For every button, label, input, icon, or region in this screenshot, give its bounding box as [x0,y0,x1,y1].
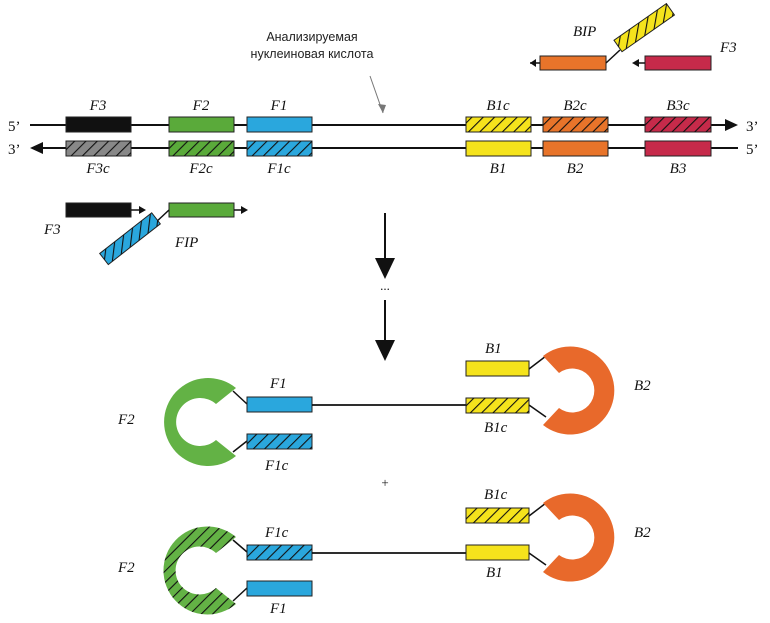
label-b2c: B2c [563,98,587,114]
product2-b2-loop [543,493,615,582]
segment-f1c [246,140,313,157]
product1-f2-label: F2 [117,412,135,428]
f3-primer-bottom-rect [65,202,132,218]
caption-pointer-head [378,104,386,113]
plus-sign: + [381,475,388,490]
product2-f1 [246,580,313,597]
bottom-strand-arrow [30,142,43,154]
product2-f1-label: F1 [269,601,287,617]
segment-b2c [542,116,609,133]
end-bottom-right: 5’ [746,142,759,158]
product1-b1c-label: B1c [484,420,508,436]
product1-f1c-label: F1c [264,458,289,474]
segment-b3c [644,116,712,133]
segment-f3c [65,140,132,157]
caption-line-1: Анализируемая [266,30,357,44]
label-b1c: B1c [486,98,510,114]
label-f1: F1 [270,98,288,114]
segment-f1 [246,116,313,133]
product2-b1 [465,544,530,561]
product2-f1c-label: F1c [264,525,289,541]
segment-b1 [465,140,532,157]
bip-arrow-head [530,59,536,67]
product1-b1 [465,360,530,377]
segment-b1c [465,116,532,133]
product1-f1c [246,433,313,450]
ellipsis: ... [380,278,390,293]
product1-b1c [465,397,530,414]
segment-f2 [168,116,235,133]
product2-b1-label: B1 [486,565,503,581]
product-1: F2 F1 F1c B1 B1c B2 [117,341,651,474]
end-top-left: 5’ [8,119,21,135]
f3-bottom-label: F3 [43,222,61,238]
top-strand-arrow [725,119,738,131]
segment-b3 [644,140,712,157]
fip-f1c-segment [98,212,162,266]
bip-primer: BIP [530,2,676,71]
label-b2: B2 [567,161,584,177]
label-f3: F3 [89,98,107,114]
label-b3: B3 [670,161,687,177]
label-f3c: F3c [85,161,110,177]
f3-primer-top: F3 [632,40,737,71]
segment-f2c [168,140,235,157]
fip-label: FIP [174,235,198,251]
f3-top-label: F3 [719,40,737,56]
product2-b2-label: B2 [634,525,651,541]
bip-linker [605,49,621,64]
product1-b2-loop [543,346,615,435]
segment-b2 [542,140,609,157]
segment-f3 [65,116,132,133]
f3-primer-bottom: F3 [43,202,146,238]
product1-b1-label: B1 [485,341,502,357]
product1-f2-loop [164,378,236,466]
f3-primer-top-rect [644,55,712,71]
product2-b1c [465,507,530,524]
product-2: F2 F1c F1 B1c B1 B2 [117,487,651,617]
product2-f1c [246,544,313,561]
product1-b2-label: B2 [634,378,651,394]
bip-b2-segment [539,55,607,71]
bip-b1c-segment [613,2,676,53]
product1-f1-label: F1 [269,376,287,392]
fip-primer: FIP [98,202,248,266]
product2-b1c-label: B1c [484,487,508,503]
label-f2c: F2c [188,161,213,177]
dna-duplex: 5’ 3’ 3’ 5’ F3 F2 F1 B1c B2c B3c F3c F2c… [8,98,759,177]
product1-f1 [246,396,313,413]
end-top-right: 3’ [746,119,759,135]
process-arrows: ... [375,213,395,361]
label-f1c: F1c [266,161,291,177]
product2-f2-label: F2 [117,560,135,576]
label-b1: B1 [490,161,507,177]
bip-label: BIP [573,24,596,40]
caption-line-2: нуклеиновая кислота [251,47,374,61]
fip-f2-segment [168,202,235,218]
label-f2: F2 [192,98,210,114]
label-b3c: B3c [666,98,690,114]
end-bottom-left: 3’ [8,142,21,158]
